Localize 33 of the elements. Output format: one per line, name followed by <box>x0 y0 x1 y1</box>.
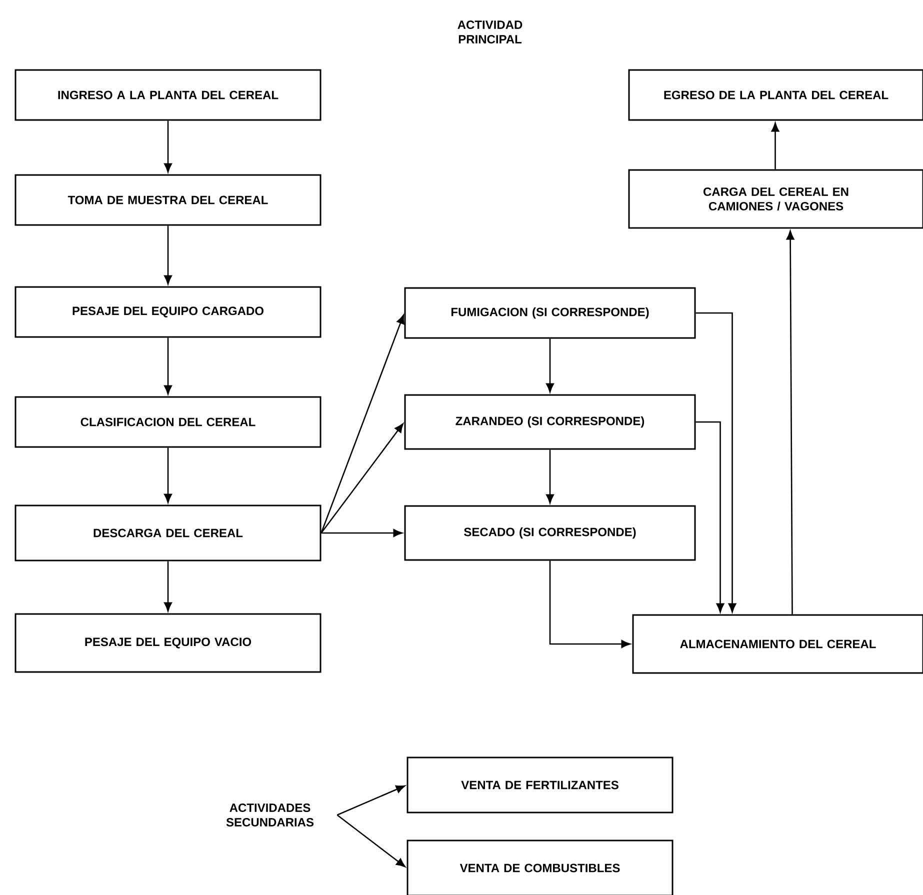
process-box: ZARANDEO (SI CORRESPONDE) <box>404 394 696 450</box>
arrow <box>320 423 404 534</box>
process-box: FUMIGACION (SI CORRESPONDE) <box>404 287 696 339</box>
process-box: EGRESO DE LA PLANTA DEL CEREAL <box>628 69 923 121</box>
process-box: VENTA DE FERTILIZANTES <box>406 756 674 814</box>
arrow <box>336 814 406 868</box>
process-box: PESAJE DEL EQUIPO CARGADO <box>14 286 322 338</box>
title: ACTIVIDAD PRINCIPAL <box>458 20 522 44</box>
arrow <box>696 312 736 612</box>
arrow <box>546 450 554 504</box>
arrow <box>549 560 630 648</box>
process-box: DESCARGA DEL CEREAL <box>14 504 322 562</box>
arrow <box>164 120 172 172</box>
arrow <box>696 421 724 612</box>
arrow <box>336 785 406 816</box>
arrow <box>321 529 402 537</box>
process-box: VENTA DE COMBUSTIBLES <box>406 840 674 895</box>
arrow <box>771 122 780 170</box>
label-text: ACTIVIDADES SECUNDARIAS <box>226 804 314 826</box>
process-box: CLASIFICACION DEL CEREAL <box>14 396 322 448</box>
arrow <box>164 561 172 612</box>
arrow <box>546 338 554 392</box>
process-box: TOMA DE MUESTRA DEL CEREAL <box>14 174 322 226</box>
arrow <box>164 448 172 503</box>
arrow <box>320 314 404 534</box>
arrow <box>786 230 794 614</box>
arrow <box>164 338 172 394</box>
process-box: ALMACENAMIENTO DEL CEREAL <box>632 614 923 674</box>
process-box: SECADO (SI CORRESPONDE) <box>404 505 696 561</box>
process-box: PESAJE DEL EQUIPO VACIO <box>14 613 322 673</box>
arrow <box>164 226 172 284</box>
process-box: INGRESO A LA PLANTA DEL CEREAL <box>14 69 322 121</box>
process-box: CARGA DEL CEREAL EN CAMIONES / VAGONES <box>628 169 923 229</box>
